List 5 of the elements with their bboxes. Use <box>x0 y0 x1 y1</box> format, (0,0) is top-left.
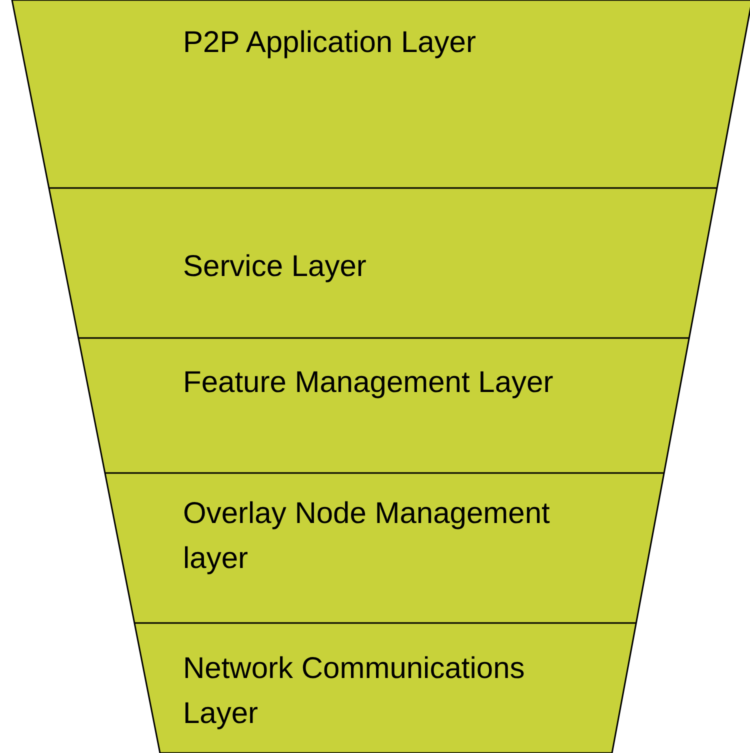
layer-label: Network Communications Layer <box>183 651 526 732</box>
layer-label: Overlay Node Management layer <box>183 496 551 577</box>
layer-label: Feature Management Layer <box>183 365 554 401</box>
layer-label: Service Layer <box>183 249 368 285</box>
layer-label: P2P Application Layer <box>183 25 477 61</box>
